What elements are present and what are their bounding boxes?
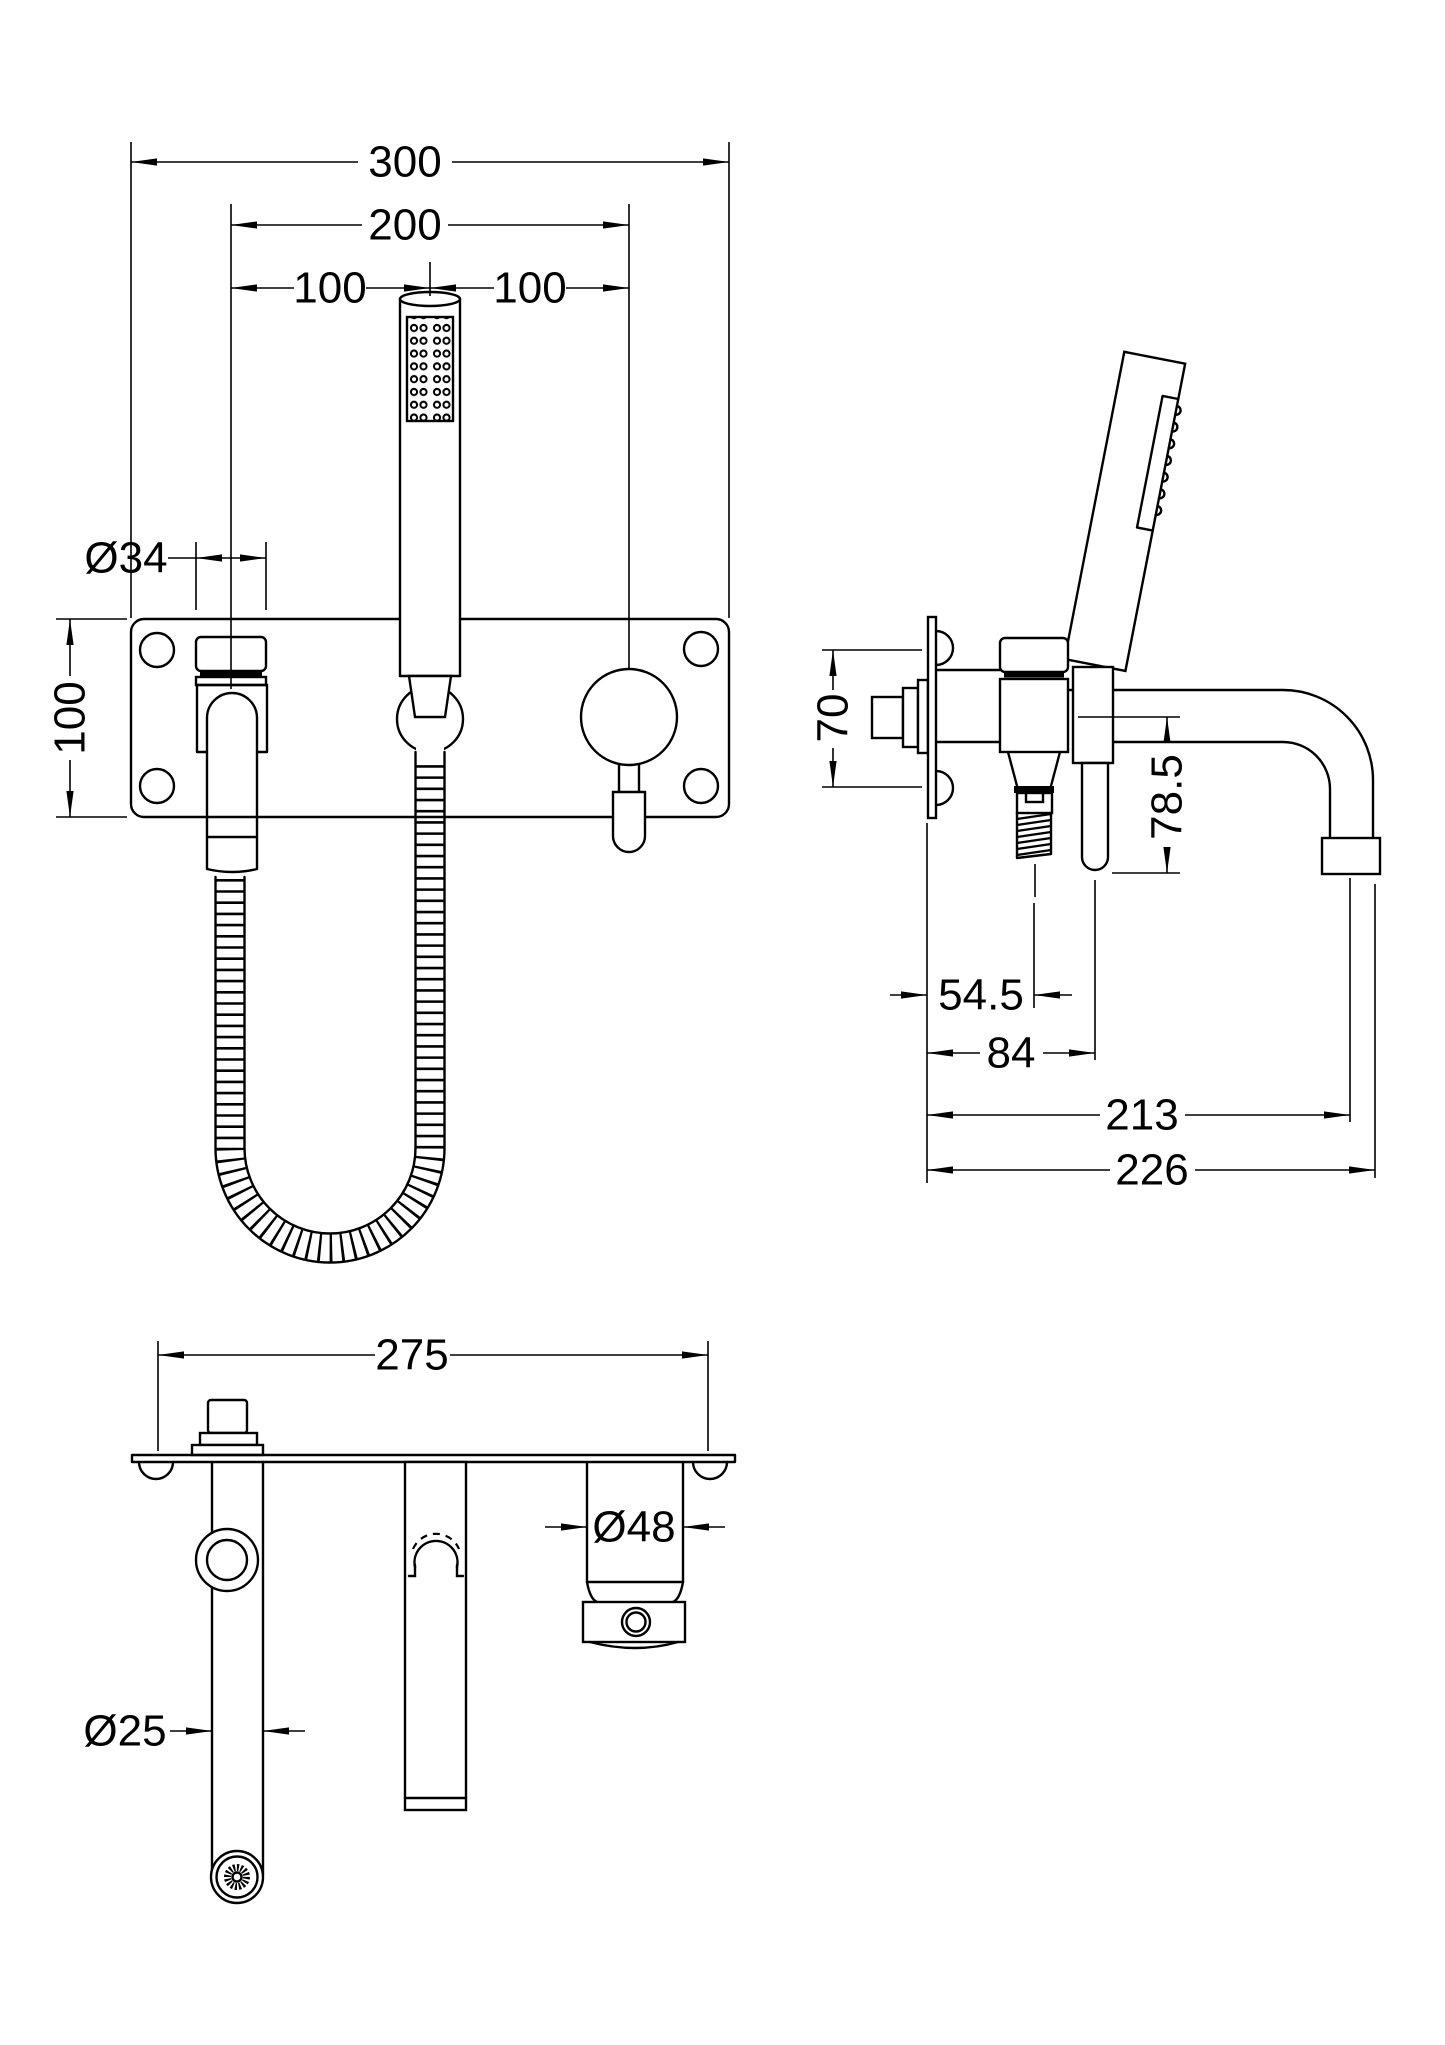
screw-hole — [138, 631, 176, 669]
aerator — [209, 1849, 265, 1905]
handset-cone — [407, 674, 453, 719]
side-extension-lines — [822, 649, 1376, 1183]
handset-holder-bottom — [403, 1460, 468, 1812]
dim-left-centre-label: 100 — [293, 264, 366, 313]
valve-body-side — [998, 636, 1070, 897]
bath-spout-bottom — [194, 1460, 265, 1905]
dim-fixing-centres-label: 275 — [375, 1331, 448, 1380]
dim-union-height-label: 70 — [809, 694, 858, 743]
side-dimensions: 70 78.5 54.5 84 213 226 — [809, 650, 1375, 1195]
dim-union-diameter-label: Ø34 — [84, 534, 167, 583]
dim-outlet-centres-label: 200 — [368, 201, 441, 250]
front-view: 300 200 100 100 Ø34 100 — [46, 138, 731, 1264]
hose-elbow-outlet — [194, 1527, 260, 1593]
control-knob-bottom — [581, 1460, 687, 1650]
hose-connector-thread — [1015, 811, 1053, 860]
screw-hole — [682, 767, 720, 805]
control-knob-front — [579, 667, 679, 854]
dim-backplate-height-label: 100 — [46, 681, 95, 754]
dim-hose-projection-label: 54.5 — [938, 971, 1024, 1020]
supply-nipple-bottom — [190, 1398, 265, 1457]
spout-outlet-shroud — [1320, 836, 1382, 876]
hand-shower-front — [398, 290, 462, 719]
dim-spout-drop-label: 78.5 — [1143, 754, 1192, 840]
screw-hole — [138, 767, 176, 805]
dim-spout-diameter-label: Ø25 — [83, 1707, 166, 1756]
bottom-dimensions: 275 Ø48 Ø25 — [83, 1331, 725, 1756]
screw-hole — [682, 630, 720, 668]
dim-overall-projection-label: 226 — [1115, 1146, 1188, 1195]
front-dimensions: 300 200 100 100 Ø34 100 — [46, 138, 729, 817]
dim-right-centre-label: 100 — [493, 264, 566, 313]
front-extension-lines — [56, 142, 730, 818]
side-view: 70 78.5 54.5 84 213 226 — [809, 350, 1382, 1195]
bottom-extension-lines — [157, 1341, 709, 1451]
handset-holder-side — [1071, 665, 1115, 872]
dim-knob-diameter-label: Ø48 — [592, 1503, 675, 1552]
spray-face — [407, 317, 453, 421]
shower-hose — [214, 750, 446, 1264]
wall-fixing-side — [870, 615, 955, 820]
hand-shower-side — [1063, 350, 1187, 673]
dim-handle-projection-label: 84 — [987, 1029, 1036, 1078]
bath-spout-side — [1066, 688, 1382, 876]
dim-overall-width-label: 300 — [368, 138, 441, 187]
spray-face-edge — [1154, 404, 1182, 517]
bottom-view: 275 Ø48 Ø25 — [83, 1331, 737, 1905]
lever-handle — [611, 790, 647, 854]
union-barrel — [934, 668, 1002, 744]
dim-spout-reach-label: 213 — [1105, 1091, 1178, 1140]
